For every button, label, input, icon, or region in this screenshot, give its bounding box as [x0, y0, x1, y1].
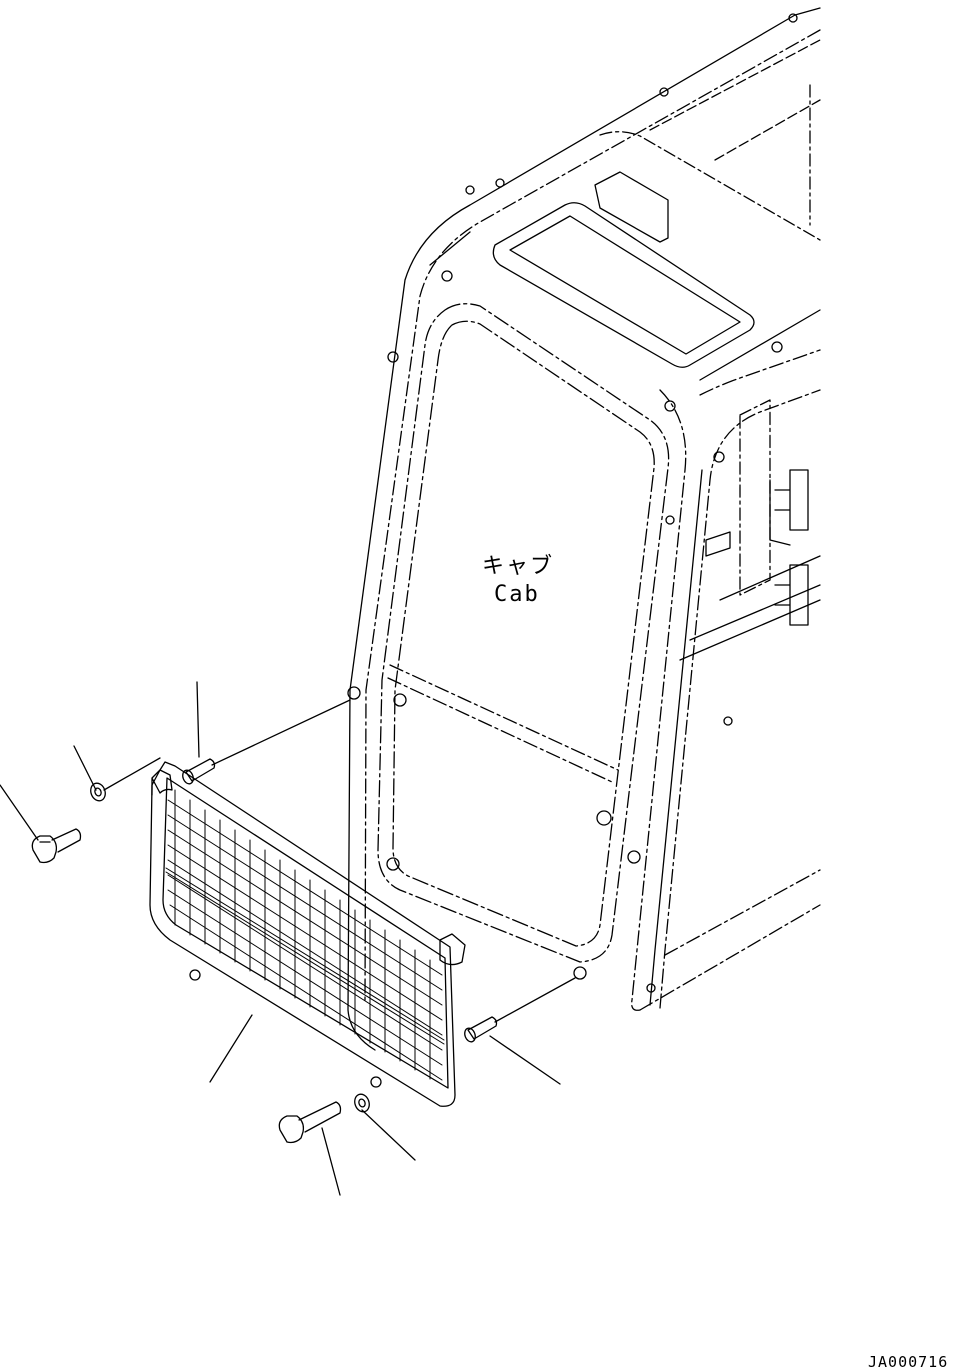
cab-front-pillar-2 — [699, 349, 821, 396]
leader-guard — [209, 1014, 253, 1083]
roof-hatch-slot — [594, 171, 669, 243]
cab-roof-line-2 — [714, 99, 821, 161]
cab-roof-inner — [364, 29, 821, 1001]
drawing-code: JA000716 — [868, 1353, 949, 1371]
cab-front-edge — [659, 389, 821, 1009]
side-window — [377, 303, 670, 963]
leader-spacer-upper — [196, 681, 200, 758]
guard-frame-inner — [162, 777, 449, 1089]
cab-rear-inner — [739, 399, 771, 596]
leader-bolt-lower — [321, 1127, 341, 1196]
cab-roof-panel — [599, 131, 821, 241]
cab-roof-line-3 — [649, 39, 821, 131]
upper-washer — [90, 782, 106, 802]
window-hole-left — [393, 693, 407, 707]
window-guard — [149, 761, 466, 1107]
assembly-line-washer-upper — [103, 757, 161, 791]
guard-frame — [149, 761, 456, 1107]
side-window-inner — [392, 320, 655, 947]
cab-label-english: Cab — [494, 582, 540, 607]
upper-spacer — [182, 758, 216, 785]
lower-bolt — [278, 1101, 342, 1144]
leader-spacer-lower — [489, 1035, 561, 1085]
roof-hatch-inner — [509, 215, 741, 355]
lower-spacer — [464, 1016, 498, 1043]
cab-bolt-holes — [347, 13, 798, 993]
leader-washer-upper — [73, 745, 97, 791]
cab-label-japanese: キャブ — [482, 554, 555, 579]
leader-washer-lower — [361, 1109, 416, 1161]
door-latch — [705, 531, 731, 557]
roof-ridge — [429, 231, 821, 381]
cab-base-line — [639, 869, 821, 1011]
guard-hook-right — [439, 933, 466, 966]
assembly-lines — [103, 699, 576, 1023]
assembly-line-upper — [211, 699, 351, 766]
upper-bolt — [31, 828, 82, 864]
window-split — [387, 664, 619, 783]
leader-bolt-upper — [0, 784, 39, 841]
door-hinge-upper — [769, 469, 809, 546]
guard-nut-left — [189, 969, 201, 981]
guard-mesh — [165, 789, 445, 1081]
lower-washer — [354, 1093, 370, 1113]
guard-hook-left — [151, 769, 173, 796]
roof-hatch — [492, 202, 755, 368]
cab-front-pillar — [631, 389, 687, 1011]
guard-nut-right — [370, 1076, 382, 1088]
cab-roof-outer — [347, 7, 821, 1051]
door-hinge-lower — [774, 564, 809, 626]
window-hole-right — [596, 810, 612, 826]
cab-body — [347, 7, 821, 1051]
cab-front-edge-2 — [649, 469, 703, 1006]
assembly-line-lower — [494, 977, 576, 1023]
leader-lines — [0, 681, 561, 1196]
